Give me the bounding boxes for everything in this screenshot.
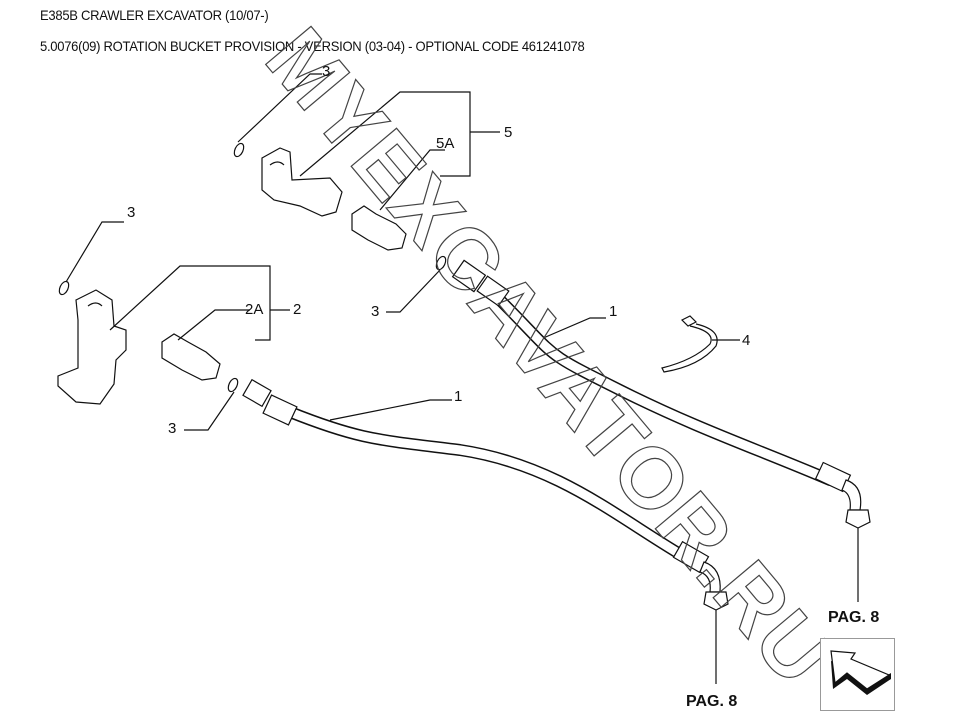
clip <box>661 315 718 373</box>
callout-5a: 5A <box>436 135 454 152</box>
fitting-upper-start <box>451 259 487 293</box>
o-ring-mid <box>435 255 447 271</box>
callout-4: 4 <box>742 332 750 349</box>
callout-1-upper: 1 <box>609 303 617 320</box>
back-arrow-icon <box>830 650 891 695</box>
callout-3-bottom: 3 <box>168 420 176 437</box>
watermark: MYEXCAVATOR.RU <box>247 11 850 704</box>
nut-upper-end <box>845 509 871 529</box>
back-button[interactable] <box>820 638 895 711</box>
diagram-subtitle: 5.0076(09) ROTATION BUCKET PROVISION - V… <box>40 38 585 54</box>
callout-3-top: 3 <box>322 63 330 80</box>
callout-3-mid: 3 <box>371 303 379 320</box>
callout-2: 2 <box>293 301 301 318</box>
nut-lower-end <box>703 591 729 611</box>
diagram-title: E385B CRAWLER EXCAVATOR (10/07-) <box>40 7 269 23</box>
page-ref-bottom[interactable]: PAG. 8 <box>686 693 737 710</box>
bracket-top <box>261 147 343 217</box>
o-ring-top <box>233 142 245 158</box>
adapter-5a <box>351 205 407 251</box>
callout-3-left: 3 <box>127 204 135 221</box>
o-ring-left <box>58 280 70 296</box>
o-ring-bottom <box>227 377 239 393</box>
callout-2a: 2A <box>245 301 263 318</box>
callout-5: 5 <box>504 124 512 141</box>
bracket-left <box>57 289 127 405</box>
page-ref-right[interactable]: PAG. 8 <box>828 609 879 626</box>
fitting-lower-start <box>242 378 272 408</box>
adapter-2a <box>161 333 221 381</box>
callout-1-lower: 1 <box>454 388 462 405</box>
